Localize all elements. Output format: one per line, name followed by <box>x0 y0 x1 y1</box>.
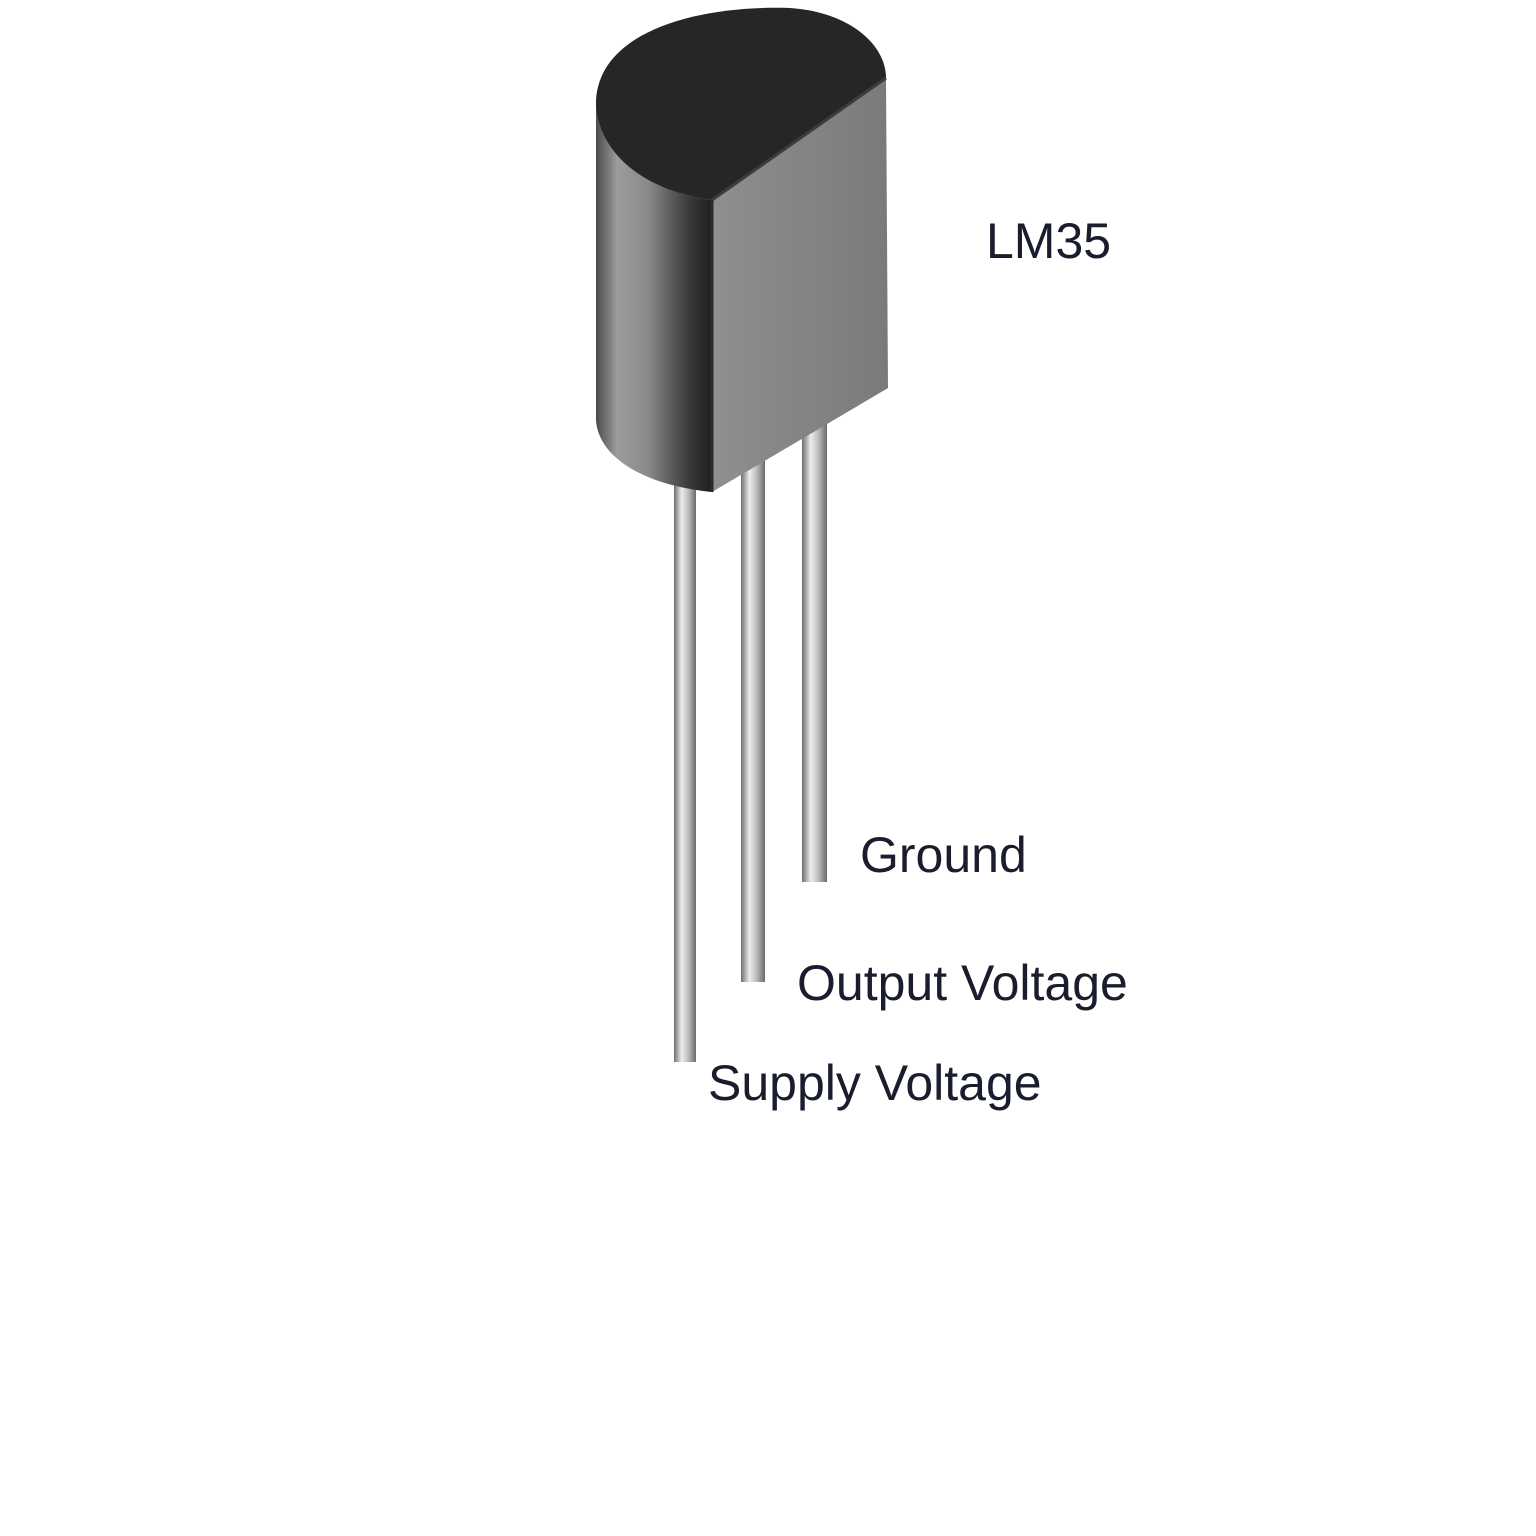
lead-output-voltage <box>741 450 765 982</box>
body-edge-highlight <box>711 76 887 202</box>
body-top <box>596 7 886 200</box>
body-curved-side <box>596 100 712 492</box>
body-flat-face <box>712 78 888 492</box>
pin-label-supply-voltage: Supply Voltage <box>708 1055 1042 1111</box>
lead-supply-voltage <box>674 470 696 1062</box>
pin-label-ground: Ground <box>860 827 1027 883</box>
pin-label-output-voltage: Output Voltage <box>797 955 1128 1011</box>
part-label: LM35 <box>986 213 1112 269</box>
lead-ground <box>802 420 827 882</box>
